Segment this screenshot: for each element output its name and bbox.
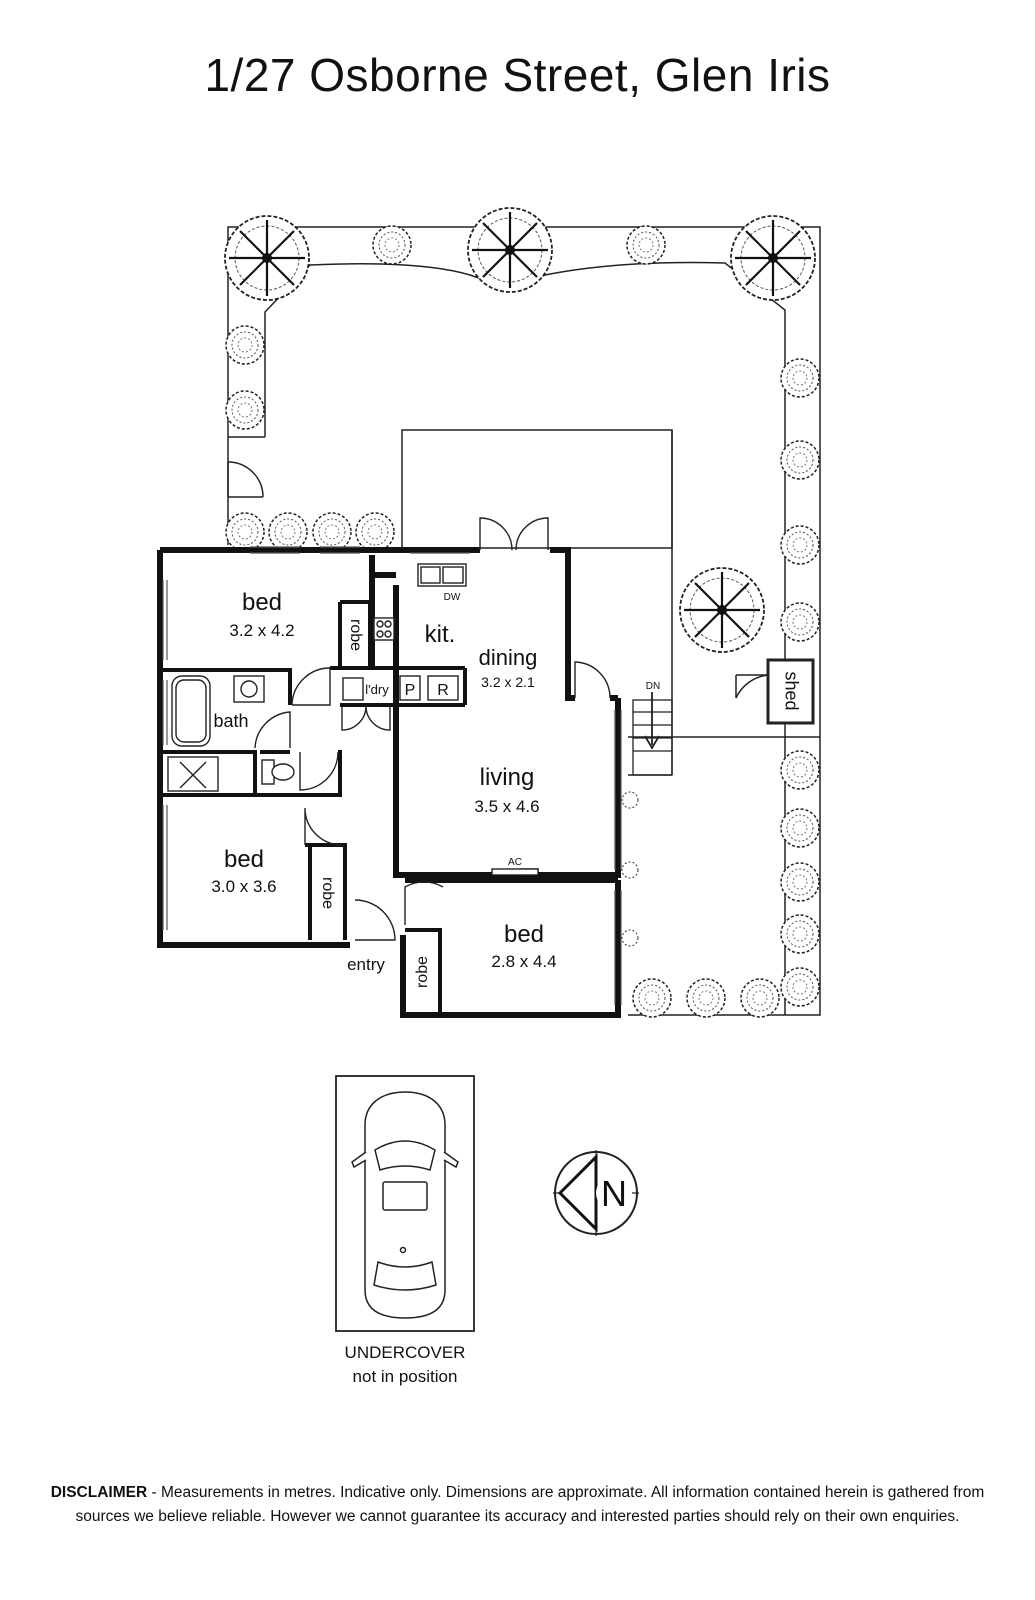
shrub-icon bbox=[780, 914, 820, 954]
robe-label: robe bbox=[414, 956, 431, 988]
living-dims: 3.5 x 4.6 bbox=[474, 797, 539, 816]
shed bbox=[735, 658, 815, 725]
stairs-down-label: DN bbox=[646, 681, 660, 692]
disclaimer-label: DISCLAIMER bbox=[50, 1484, 148, 1501]
north-compass-icon bbox=[553, 1150, 639, 1236]
shrub-icon bbox=[225, 512, 265, 552]
shrub-icon bbox=[780, 808, 820, 848]
bed2-dims: 3.0 x 3.6 bbox=[211, 877, 276, 896]
aircon-label: AC bbox=[508, 857, 522, 868]
entry-label: entry bbox=[347, 955, 385, 974]
kitchen-fixtures bbox=[342, 563, 539, 876]
bed3-label: bed bbox=[504, 921, 544, 948]
dining-dims: 3.2 x 2.1 bbox=[481, 674, 535, 690]
shrub-icon bbox=[780, 602, 820, 642]
dining-label: dining bbox=[479, 645, 538, 670]
steps bbox=[632, 692, 673, 776]
bed3-dims: 2.8 x 4.4 bbox=[491, 952, 556, 971]
shrub-icon bbox=[626, 225, 666, 265]
pantry-label: P bbox=[405, 682, 416, 699]
carport-note: not in position bbox=[353, 1367, 458, 1386]
carport-label: UNDERCOVER bbox=[345, 1343, 466, 1362]
robe-label: robe bbox=[319, 877, 336, 909]
disclaimer: DISCLAIMER - Measurements in metres. Ind… bbox=[30, 1481, 1005, 1529]
gate bbox=[227, 461, 264, 498]
shrub-icon bbox=[355, 512, 395, 552]
bath-fixtures bbox=[167, 675, 295, 792]
shrub-icon bbox=[312, 512, 352, 552]
shrub-icon bbox=[225, 390, 265, 430]
shrub-icon bbox=[780, 440, 820, 480]
shrub-icon bbox=[780, 750, 820, 790]
shrub-icon bbox=[372, 225, 412, 265]
floor-plan: DN shed bbox=[157, 206, 821, 1386]
shrub-icon bbox=[780, 967, 820, 1007]
kitchen-label: kit. bbox=[425, 621, 456, 648]
bed1-dims: 3.2 x 4.2 bbox=[229, 621, 294, 640]
interior-walls bbox=[160, 600, 575, 1015]
shrub-icon bbox=[740, 978, 780, 1018]
tree-icon bbox=[729, 214, 817, 302]
doors bbox=[254, 517, 611, 941]
laundry-label: l'dry bbox=[365, 682, 389, 697]
tree-icon bbox=[223, 214, 311, 302]
shrub-icon bbox=[686, 978, 726, 1018]
car-icon bbox=[351, 1091, 459, 1319]
tree-icon bbox=[466, 206, 554, 294]
bed1-label: bed bbox=[242, 589, 282, 616]
page-title: 1/27 Osborne Street, Glen Iris bbox=[204, 49, 831, 101]
compass-label: N bbox=[601, 1173, 627, 1214]
shed-label: shed bbox=[781, 671, 801, 710]
shrub-icon bbox=[780, 862, 820, 902]
shrub-icon bbox=[780, 525, 820, 565]
living-label: living bbox=[480, 764, 535, 791]
shrub-icon bbox=[632, 978, 672, 1018]
dishwasher-label: DW bbox=[444, 592, 461, 603]
windows bbox=[162, 546, 622, 1005]
robe-label: robe bbox=[347, 619, 364, 651]
tree-icon bbox=[678, 566, 766, 654]
shrub-icon bbox=[780, 358, 820, 398]
fridge-label: R bbox=[437, 682, 449, 699]
carport bbox=[335, 1075, 475, 1332]
bath-label: bath bbox=[213, 711, 248, 731]
bed2-label: bed bbox=[224, 846, 264, 873]
shrub-icon bbox=[225, 325, 265, 365]
disclaimer-text: - Measurements in metres. Indicative onl… bbox=[75, 1484, 985, 1525]
shrubs bbox=[225, 225, 820, 1018]
shrub-icon bbox=[268, 512, 308, 552]
